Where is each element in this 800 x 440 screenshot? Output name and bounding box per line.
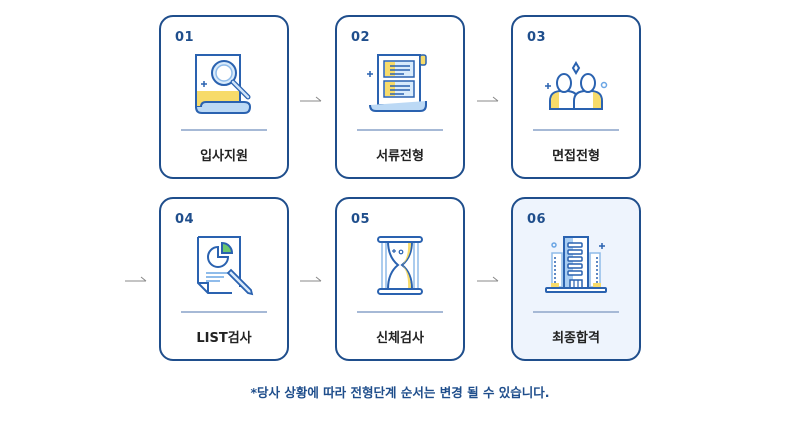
- report-chart-pen-icon: [197, 236, 254, 296]
- scroll-document-icon: [367, 54, 427, 112]
- step-label: 면접전형: [552, 149, 600, 164]
- divider: [181, 311, 267, 313]
- arrow-right-icon: [477, 96, 499, 102]
- step-number: 02: [351, 30, 371, 45]
- arrow-right-icon: [300, 276, 322, 282]
- step-card-05: 05 신체검사: [335, 197, 465, 361]
- step-card-06: 06 최종합격: [511, 197, 641, 361]
- hourglass-icon: [377, 236, 423, 295]
- step-card-04: 04 LIST검사: [159, 197, 289, 361]
- divider: [533, 311, 619, 313]
- step-number: 06: [527, 212, 547, 227]
- step-number: 03: [527, 30, 547, 45]
- arrow-right-icon: [300, 96, 322, 102]
- step-number: 01: [175, 30, 195, 45]
- arrow-right-icon: [477, 276, 499, 282]
- process-notice: *당사 상황에 따라 전형단계 순서는 변경 될 수 있습니다.: [250, 385, 550, 400]
- step-card-03: 03 면접전형: [511, 15, 641, 179]
- building-icon: [545, 236, 607, 293]
- step-card-02: 02 서류전형: [335, 15, 465, 179]
- step-card-01: 01 입사지원: [159, 15, 289, 179]
- divider: [357, 129, 443, 131]
- step-number: 04: [175, 212, 195, 227]
- step-label: 입사지원: [200, 149, 248, 164]
- arrow-right-icon: [125, 276, 147, 282]
- divider: [181, 129, 267, 131]
- step-label: 신체검사: [376, 331, 424, 346]
- divider: [357, 311, 443, 313]
- document-search-icon: [195, 54, 252, 114]
- step-label: 서류전형: [376, 149, 424, 164]
- step-label: 최종합격: [552, 331, 600, 346]
- step-number: 05: [351, 212, 371, 227]
- step-label: LIST검사: [196, 331, 252, 346]
- interview-people-icon: [545, 61, 608, 110]
- divider: [533, 129, 619, 131]
